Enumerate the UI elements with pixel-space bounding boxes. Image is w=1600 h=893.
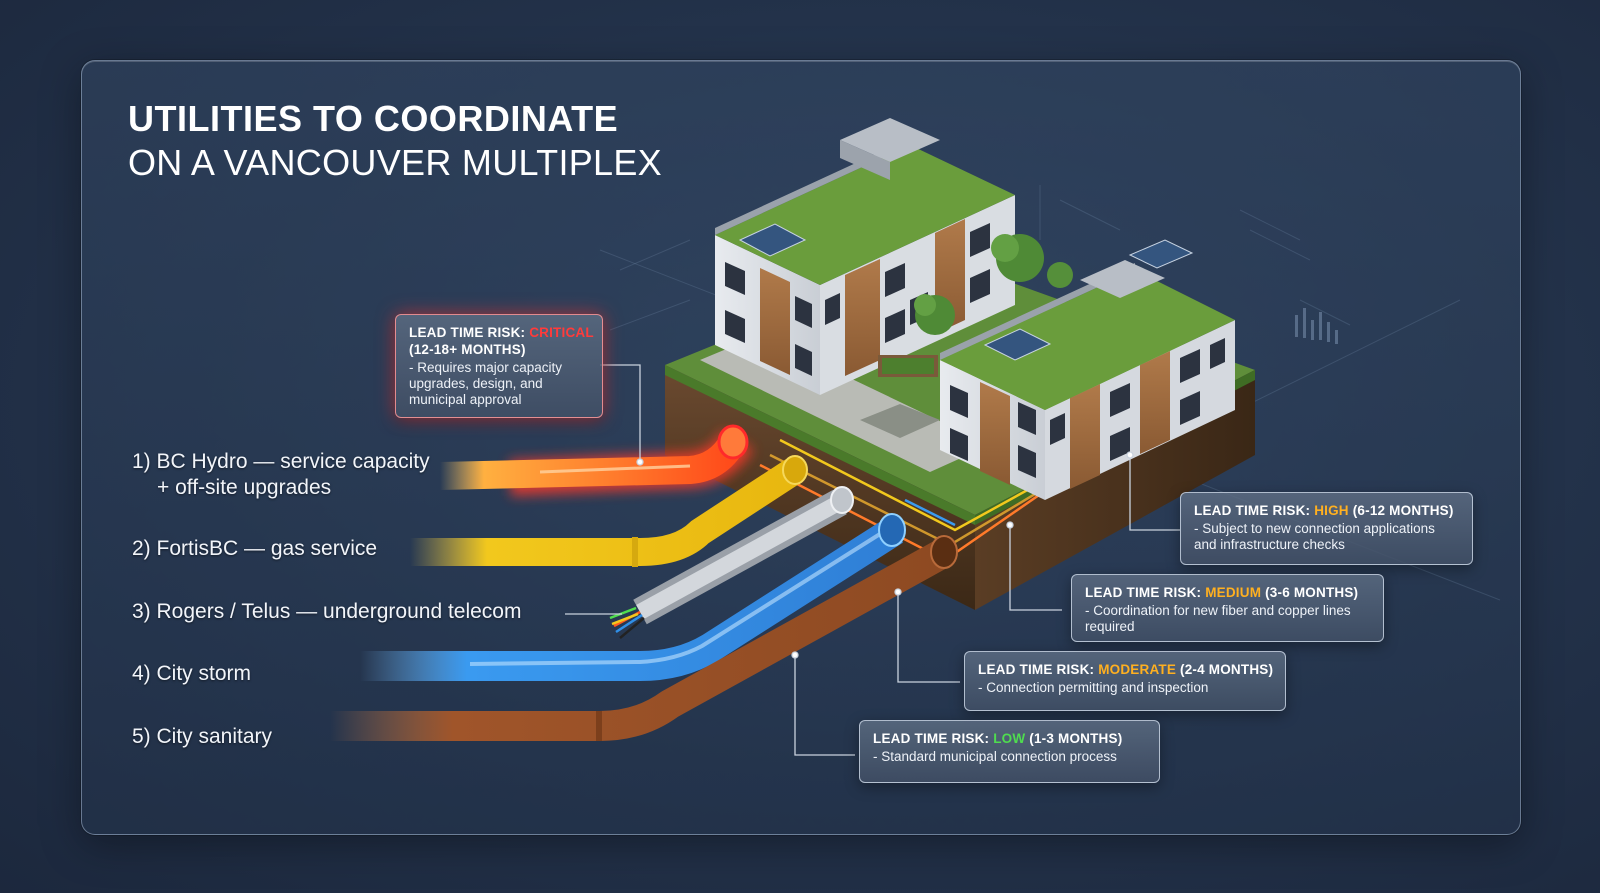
utility-label-hydro-cont: + off-site upgrades [157,476,332,499]
pipe-sanitary [330,535,958,741]
trees [878,234,1073,377]
building-a [715,118,1015,395]
callout-critical-desc: - Requires major capacity upgrades, desi… [409,360,563,407]
pipe-gas [410,455,808,567]
callout-critical: LEAD TIME RISK: CRITICAL (12-18+ MONTHS)… [395,314,603,418]
utility-label-sanitary: 5) City sanitary [132,725,273,748]
pipe-telecom [609,486,854,639]
callout-critical-head: LEAD TIME RISK: CRITICAL [409,325,594,340]
callout-low: LEAD TIME RISK: LOW (1-3 MONTHS) - Stand… [859,720,1160,783]
utility-label-storm: 4) City storm [132,662,252,685]
callout-moderate: LEAD TIME RISK: MODERATE (2-4 MONTHS) - … [964,651,1286,711]
utility-label-gas: 2) FortisBC — gas service [132,537,378,560]
callout-moderate-head: LEAD TIME RISK: MODERATE (2-4 MONTHS) [978,662,1274,677]
building-b [940,239,1235,500]
callout-low-desc: - Standard municipal connection process [873,749,1117,764]
callout-medium-head: LEAD TIME RISK: MEDIUM (3-6 MONTHS) [1085,585,1359,600]
callout-high: LEAD TIME RISK: HIGH (6-12 MONTHS) - Sub… [1180,492,1473,565]
tech-bars [1295,308,1338,344]
utility-label-telecom: 3) Rogers / Telus — underground telecom [132,600,522,623]
callout-critical-duration: (12-18+ MONTHS) [409,342,526,357]
callout-low-head: LEAD TIME RISK: LOW (1-3 MONTHS) [873,731,1123,746]
callout-moderate-desc: - Connection permitting and inspection [978,680,1209,695]
pipe-storm [360,513,906,681]
callout-high-desc: - Subject to new connection applications… [1194,521,1435,552]
page-subtitle: ON A VANCOUVER MULTIPLEX [128,142,662,183]
pipe-hydro [439,424,754,496]
callout-medium: LEAD TIME RISK: MEDIUM (3-6 MONTHS) - Co… [1071,574,1384,642]
utility-label-hydro: 1) BC Hydro — service capacity [132,450,430,473]
callout-medium-desc: - Coordination for new fiber and copper … [1085,603,1351,634]
page-title: UTILITIES TO COORDINATE [128,98,619,139]
connector-lines [565,364,1180,756]
callout-high-head: LEAD TIME RISK: HIGH (6-12 MONTHS) [1194,503,1454,518]
